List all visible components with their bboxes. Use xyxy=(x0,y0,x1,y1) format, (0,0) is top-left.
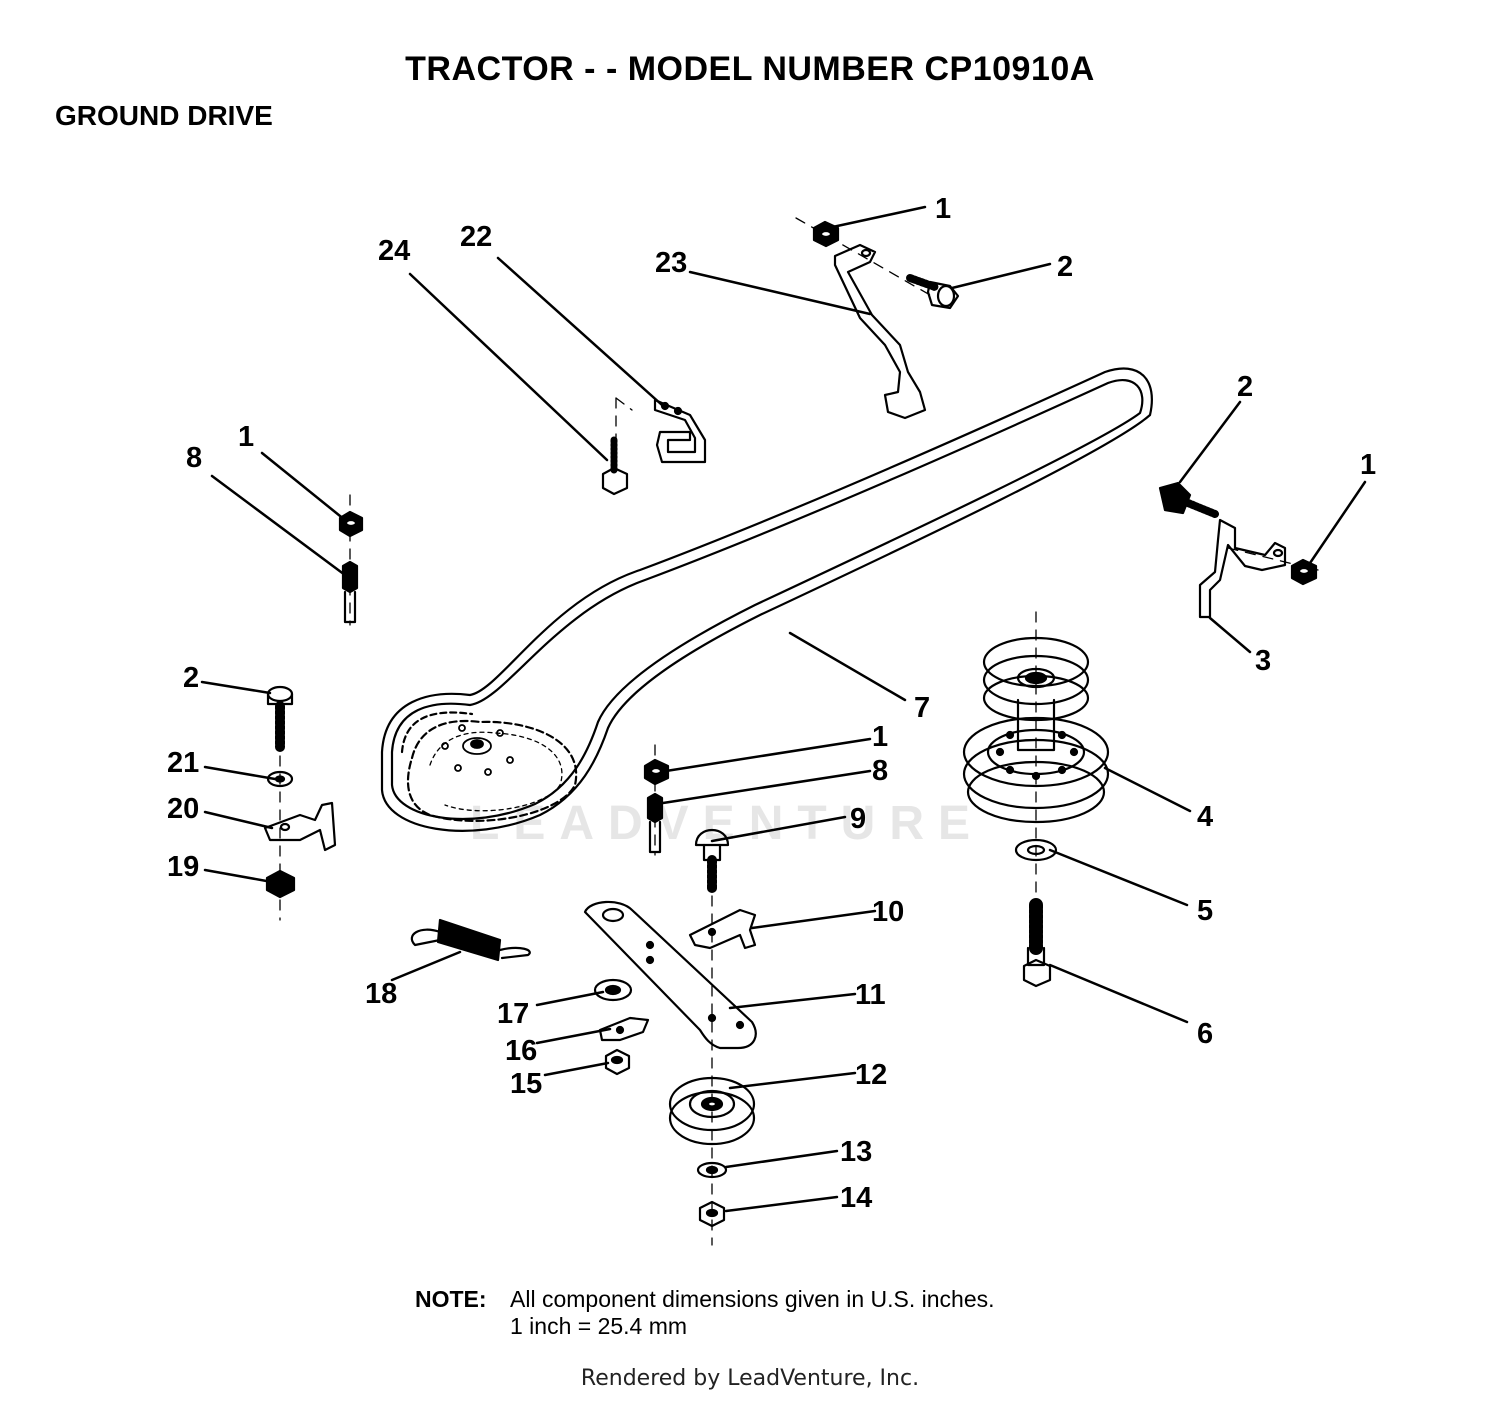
hex-nut-14 xyxy=(698,1200,726,1228)
bracket-16 xyxy=(598,1016,650,1042)
section-title: GROUND DRIVE xyxy=(55,100,273,131)
callout-label: 19 xyxy=(167,851,199,883)
callout-label: 8 xyxy=(186,442,202,474)
bolt-6 xyxy=(1022,898,1052,988)
callout-label: 20 xyxy=(167,793,199,825)
callout-label: 1 xyxy=(872,721,888,753)
callout-label: 24 xyxy=(378,235,410,267)
callout-label: 16 xyxy=(505,1035,537,1067)
belt-guide-22 xyxy=(653,398,707,464)
page-title: TRACTOR - - MODEL NUMBER CP10910A xyxy=(405,50,1095,88)
callout-label: 18 xyxy=(365,978,397,1010)
bracket-10 xyxy=(688,908,757,950)
dual-pulley-4 xyxy=(962,636,1110,824)
callout-label: 8 xyxy=(872,755,888,787)
callout-label: 10 xyxy=(872,896,904,928)
leader-lines xyxy=(200,205,1367,1213)
watermark-text: LEADVENTURE xyxy=(470,797,985,850)
callout-label: 4 xyxy=(1197,801,1213,833)
note-label: NOTE: xyxy=(415,1286,487,1312)
callout-labels: 1 2 23 22 24 2 1 1 8 3 2 21 20 19 7 1 8 … xyxy=(167,193,1376,1214)
nut-stud-center xyxy=(643,758,670,854)
idler-arm-11 xyxy=(583,900,757,1050)
callout-label: 1 xyxy=(1360,449,1376,481)
lock-washer-5 xyxy=(1014,838,1058,862)
callout-label: 1 xyxy=(935,193,951,225)
render-credit: Rendered by LeadVenture, Inc. xyxy=(580,1366,920,1391)
callout-label: 2 xyxy=(183,662,199,694)
callout-label: 2 xyxy=(1237,371,1253,403)
left-bolt-stack xyxy=(263,685,337,899)
note-line-2: 1 inch = 25.4 mm xyxy=(510,1313,688,1339)
callout-label: 12 xyxy=(855,1059,887,1091)
hex-nut-right xyxy=(1290,558,1318,586)
spring-18 xyxy=(410,918,531,962)
callout-label: 6 xyxy=(1197,1018,1213,1050)
callout-label: 13 xyxy=(840,1136,872,1168)
callout-label: 5 xyxy=(1197,895,1213,927)
screw-24 xyxy=(601,436,629,496)
callout-label: 9 xyxy=(850,803,866,835)
hex-nut-top xyxy=(812,220,840,248)
callout-label: 1 xyxy=(238,421,254,453)
callout-label: 7 xyxy=(914,692,930,724)
callout-label: 17 xyxy=(497,998,529,1030)
bracket-3 xyxy=(1198,518,1287,619)
bolt-right xyxy=(1158,481,1219,518)
idler-pulley-12 xyxy=(668,1076,756,1146)
callout-label: 3 xyxy=(1255,645,1271,677)
hex-nut-15 xyxy=(604,1048,631,1076)
washer-13 xyxy=(696,1161,728,1179)
nut-stud-left xyxy=(338,510,364,624)
callout-label: 11 xyxy=(855,979,886,1011)
callout-label: 21 xyxy=(167,747,199,779)
callout-label: 14 xyxy=(840,1182,872,1214)
callout-label: 23 xyxy=(655,247,687,279)
callout-label: 15 xyxy=(510,1068,542,1100)
centerlines xyxy=(279,217,1319,1246)
belt-guide-23 xyxy=(833,243,927,420)
callout-label: 22 xyxy=(460,221,492,253)
units-note: NOTE: All component dimensions given in U… xyxy=(415,1286,995,1340)
drive-belt xyxy=(380,367,1153,832)
carriage-bolt-9 xyxy=(694,829,730,895)
callout-label: 2 xyxy=(1057,251,1073,283)
spacer-17 xyxy=(593,978,633,1002)
engine-pulley-holes xyxy=(441,724,514,776)
bolt-top xyxy=(906,274,960,310)
note-line-1: All component dimensions given in U.S. i… xyxy=(510,1286,995,1312)
